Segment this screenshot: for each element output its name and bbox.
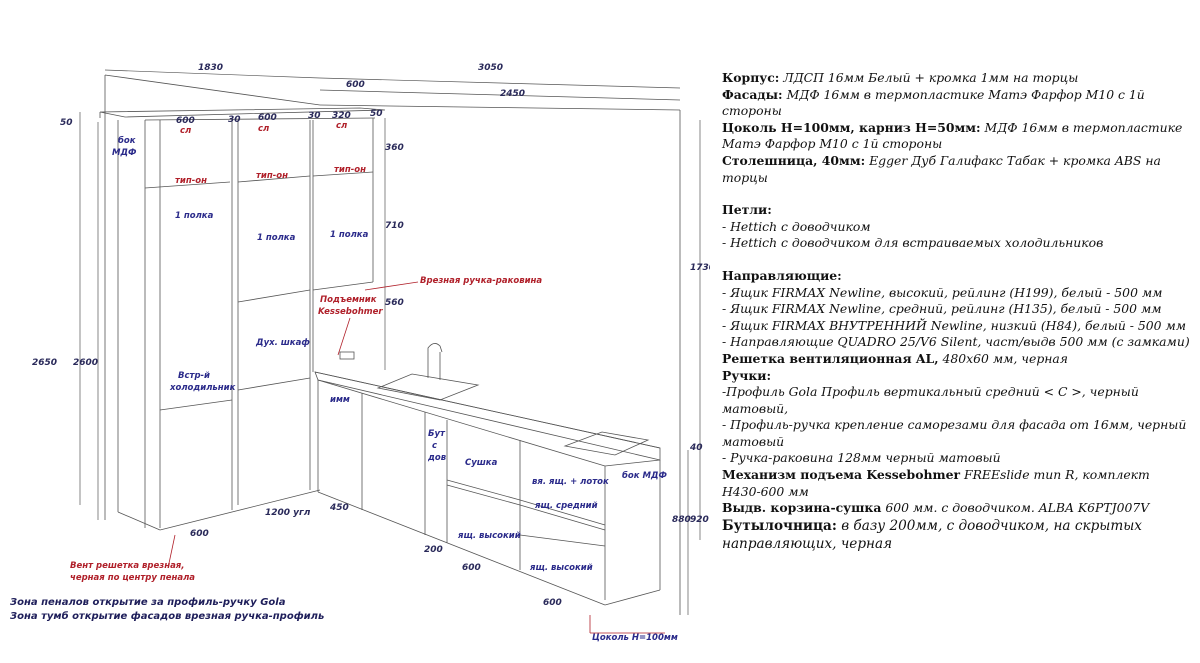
dim-30-b: 30 — [308, 111, 321, 121]
pointer-line — [337, 317, 351, 356]
note-base-zone: Зона тумб открытие фасадов врезная ручка… — [10, 610, 324, 622]
spec-reshetka: Решетка вентиляционная AL, 480х60 мм, че… — [722, 350, 1069, 366]
dim-50-right: 50 — [370, 109, 383, 119]
spec-napr-3: - Ящик FIRMAX ВНУТРЕННИЙ Newline, низкий… — [722, 317, 1187, 333]
label-bottle-3: дов — [427, 453, 447, 463]
spec-petli-2: - Hettich с доводчиком для встраиваемых … — [722, 235, 1104, 251]
dim-920: 920 — [690, 515, 709, 525]
dim-2450: 2450 — [500, 89, 525, 99]
spec-cokol: Цоколь Н=100мм, карниз Н=50мм: МДФ 16мм … — [722, 119, 1183, 152]
wall-line — [319, 104, 681, 111]
label-shelf-2: 1 полка — [257, 233, 296, 243]
dim-600-top: 600 — [346, 80, 365, 90]
spec-napr-1: - Ящик FIRMAX Newline, высокий, рейлинг … — [722, 284, 1163, 300]
spec-ruchki-2: - Профиль-ручка крепление саморезами для… — [722, 417, 1187, 449]
spec-korzina: Выдв. корзина-сушка 600 мм. с доводчиком… — [722, 500, 1150, 516]
mark-tip-on-1: тип-он — [175, 176, 207, 186]
label-bottle-2: с — [432, 441, 437, 451]
dim-360: 360 — [385, 143, 404, 153]
mark-sl-2: сл — [258, 124, 269, 134]
spec-ruchki-1: -Профиль Gola Профиль вертикальный средн… — [722, 384, 1139, 416]
dim-line — [319, 77, 681, 89]
spec-ruchki-heading: Ручки: — [722, 367, 772, 383]
spec-petli-1: - Hettich с доводчиком — [722, 218, 871, 234]
mark-tip-on-3: тип-он — [334, 165, 366, 175]
kitchen-drawing: 1830 3050 600 2450 50 600 30 600 30 320 … — [10, 63, 710, 643]
spec-mechanism: Механизм подъема Kessebohmer FREEslide т… — [722, 467, 1150, 499]
spec-ruchki-3: - Ручка-раковина 128мм черный матовый — [722, 450, 1001, 466]
label-lift-2: Kessebohmer — [318, 307, 383, 317]
dim-560: 560 — [385, 298, 404, 308]
specification-list: Корпус: ЛДСП 16мм Белый + кромка 1мм на … — [722, 70, 1192, 553]
sink — [376, 373, 480, 401]
spec-fasady: Фасады: МДФ 16мм в термопластике Матэ Фа… — [722, 86, 1145, 119]
label-lift-1: Подъемник — [320, 295, 377, 305]
dim-880: 880 — [672, 515, 691, 525]
cornice — [99, 107, 386, 118]
dim-30-a: 30 — [228, 115, 241, 125]
dim-2650: 2650 — [32, 358, 57, 368]
dim-2600: 2600 — [73, 358, 98, 368]
wall-line — [104, 74, 321, 106]
label-oven: Дух. шкаф — [255, 338, 310, 348]
dim-40: 40 — [689, 443, 703, 453]
mark-sl-1: сл — [180, 126, 191, 136]
mark-tip-on-2: тип-он — [256, 171, 288, 181]
label-mdf-left: МДФ — [112, 148, 137, 158]
dim-3050: 3050 — [478, 63, 503, 73]
dim-50-left: 50 — [60, 118, 73, 128]
label-fridge-2: холодильник — [169, 383, 236, 393]
countertop — [314, 371, 661, 461]
label-vent-2: черная по центру пенала — [70, 573, 195, 583]
note-pencil-zone: Зона пеналов открытие за профиль-ручку G… — [10, 596, 286, 608]
cooktop — [563, 431, 650, 456]
label-bok-right: бок МДФ — [622, 470, 668, 481]
dim-600-bottom-c: 600 — [543, 598, 562, 608]
label-bottle-1: Бут — [428, 429, 446, 439]
label-dryer: Сушка — [465, 458, 498, 468]
label-drawer-high-2: ящ. высокий — [529, 563, 593, 573]
dim-1200: 1200 угл — [265, 508, 311, 518]
label-bok-left: бок — [118, 135, 136, 146]
label-shelf-3: 1 полка — [330, 230, 369, 240]
label-drawer-inner: вя. ящ. + лоток — [532, 477, 609, 487]
spec-korpus: Корпус: ЛДСП 16мм Белый + кромка 1мм на … — [722, 70, 1079, 85]
dim-600-a: 600 — [176, 116, 195, 126]
label-fridge-1: Встр-й — [178, 371, 210, 381]
pointer-line — [364, 281, 419, 291]
socket — [339, 351, 355, 360]
label-vent-1: Вент решетка врезная, — [70, 561, 185, 571]
label-shelf-1: 1 полка — [175, 211, 214, 221]
dim-line — [104, 69, 321, 79]
spec-napr-4: - Направляющие QUADRO 25/V6 Silent, част… — [722, 334, 1190, 350]
spec-butylochnica: Бутылочница: в базу 200мм, с доводчиком,… — [722, 517, 1142, 552]
dim-600-b: 600 — [258, 113, 277, 123]
dim-200: 200 — [424, 545, 443, 555]
spec-napr-heading: Направляющие: — [722, 267, 842, 283]
dim-1830: 1830 — [198, 63, 223, 73]
label-plinth: Цоколь Н=100мм — [592, 633, 678, 643]
spec-napr-2: - Ящик FIRMAX Newline, средний, рейлинг … — [722, 301, 1162, 317]
dim-710: 710 — [385, 221, 404, 231]
dim-320: 320 — [332, 111, 351, 121]
dim-600-bottom-a: 600 — [190, 529, 209, 539]
spec-stoleshnica: Столешница, 40мм: Egger Дуб Галифакс Таб… — [722, 152, 1161, 185]
pointer-line — [167, 534, 176, 569]
dim-600-bottom-b: 600 — [462, 563, 481, 573]
mark-sl-3: сл — [336, 121, 347, 131]
faucet — [427, 343, 443, 378]
label-imm: имм — [330, 395, 350, 405]
label-sink-handle: Врезная ручка-раковина — [420, 276, 542, 286]
dim-450: 450 — [329, 503, 349, 513]
label-drawer-mid: ящ. средний — [534, 501, 598, 511]
label-drawer-high-1: ящ. высокий — [457, 531, 521, 541]
dim-1730: 1730 — [690, 263, 710, 273]
spec-petli-heading: Петли: — [722, 202, 772, 218]
